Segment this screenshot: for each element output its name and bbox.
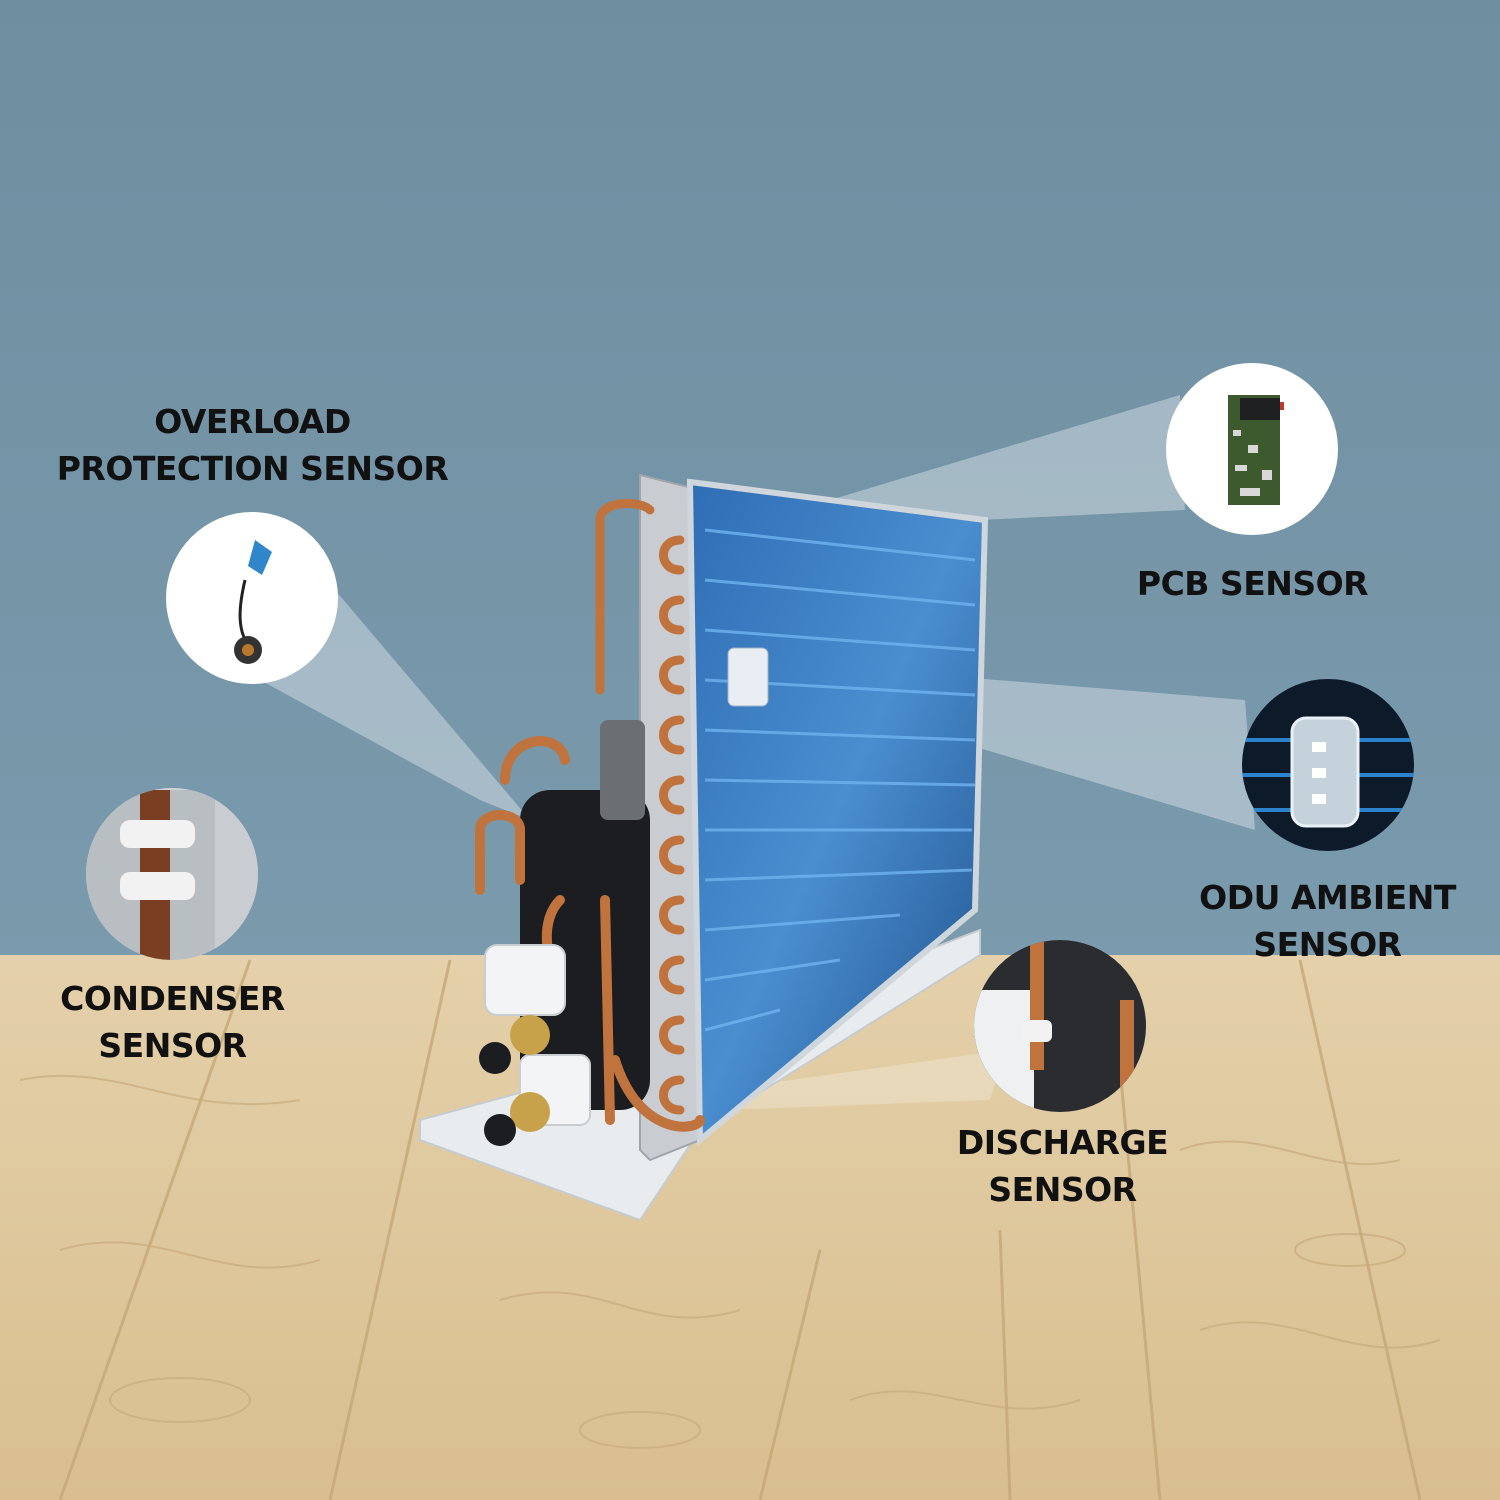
callout-circle-pcb xyxy=(1166,363,1338,535)
label-discharge-sensor: DISCHARGE SENSOR xyxy=(956,1123,1169,1209)
callout-circle-discharge xyxy=(974,940,1146,1112)
callout-circle-odu-ambient xyxy=(1242,679,1414,851)
callout-circle-overload xyxy=(166,512,338,684)
outdoor-unit xyxy=(419,473,989,1222)
floor-planks xyxy=(58,959,1422,1500)
callout-circle-condenser xyxy=(86,788,258,960)
compressor xyxy=(520,790,650,1110)
label-odu-ambient-sensor: ODU AMBIENT SENSOR xyxy=(1199,878,1456,964)
label-overload-protection-sensor: OVERLOAD PROTECTION SENSOR xyxy=(56,402,449,488)
label-condenser-sensor: CONDENSER SENSOR xyxy=(60,979,285,1065)
valve-cover xyxy=(484,944,566,1016)
wood-grain xyxy=(19,1074,1441,1449)
label-pcb-sensor: PCB SENSOR xyxy=(1136,564,1369,603)
